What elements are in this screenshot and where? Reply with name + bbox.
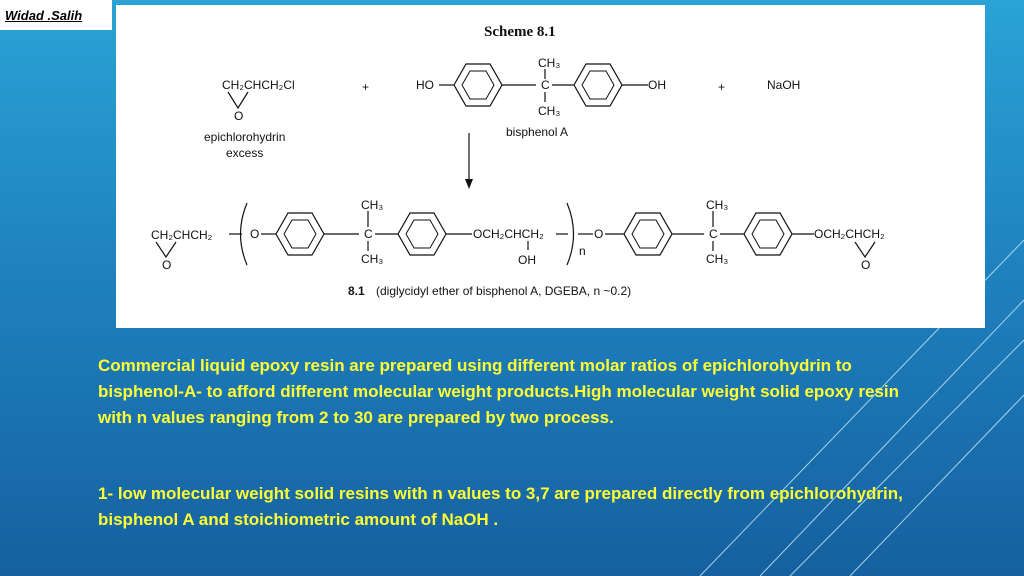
- svg-text:O: O: [594, 227, 603, 241]
- svg-text:CH₃: CH₃: [538, 56, 560, 70]
- svg-text:OH: OH: [518, 253, 536, 267]
- svg-text:CH₂CHCH₂Cl: CH₂CHCH₂Cl: [222, 78, 295, 92]
- svg-text:CH₃: CH₃: [361, 252, 383, 266]
- epichlorohydrin-label: epichlorohydrin: [204, 130, 285, 144]
- plus-sign-2: +: [718, 80, 725, 94]
- svg-text:O: O: [162, 258, 171, 272]
- svg-text:O: O: [250, 227, 259, 241]
- svg-text:CH₃: CH₃: [538, 104, 560, 118]
- svg-text:HO: HO: [416, 78, 434, 92]
- scheme-title: Scheme 8.1: [484, 24, 556, 40]
- svg-text:CH₃: CH₃: [361, 198, 383, 212]
- caption-number: 8.1: [348, 284, 365, 298]
- excess-label: excess: [226, 146, 263, 160]
- svg-text:C: C: [541, 78, 550, 92]
- svg-text:C: C: [364, 227, 373, 241]
- plus-sign-1: +: [362, 80, 369, 94]
- author-label: Widad .Salih: [0, 0, 112, 30]
- scheme-diagram: Scheme 8.1 CH₂CHCH₂Cl O epichlorohydrin …: [151, 24, 885, 298]
- naoh-reagent: NaOH: [767, 78, 800, 92]
- repeat-n: n: [579, 244, 586, 258]
- svg-text:O: O: [861, 258, 870, 272]
- svg-text:C: C: [709, 227, 718, 241]
- svg-text:OCH₂CHCH₂: OCH₂CHCH₂: [814, 227, 885, 241]
- paragraph-commercial-resin: Commercial liquid epoxy resin are prepar…: [98, 356, 899, 427]
- reaction-arrow: [465, 133, 473, 189]
- svg-text:CH₃: CH₃: [706, 252, 728, 266]
- svg-text:OH: OH: [648, 78, 666, 92]
- svg-text:CH₃: CH₃: [706, 198, 728, 212]
- dgeba-product-structure: CH₂CHCH₂ O O CH₃ C CH₃ OCH₂CHCH₂ OH n: [151, 198, 885, 272]
- bisphenol-a-structure: HO CH₃ C CH₃ OH bisphenol A: [416, 56, 666, 139]
- epichlorohydrin-structure: CH₂CHCH₂Cl O epichlorohydrin excess: [204, 78, 295, 160]
- caption-text: (diglycidyl ether of bisphenol A, DGEBA,…: [376, 284, 631, 298]
- scheme-figure: Scheme 8.1 CH₂CHCH₂Cl O epichlorohydrin …: [116, 5, 985, 328]
- svg-text:OCH₂CHCH₂: OCH₂CHCH₂: [473, 227, 544, 241]
- bisphenol-a-label: bisphenol A: [506, 125, 568, 139]
- svg-text:CH₂CHCH₂: CH₂CHCH₂: [151, 228, 213, 242]
- svg-text:O: O: [234, 109, 243, 123]
- paragraph-low-molecular-weight: 1- low molecular weight solid resins wit…: [98, 484, 903, 529]
